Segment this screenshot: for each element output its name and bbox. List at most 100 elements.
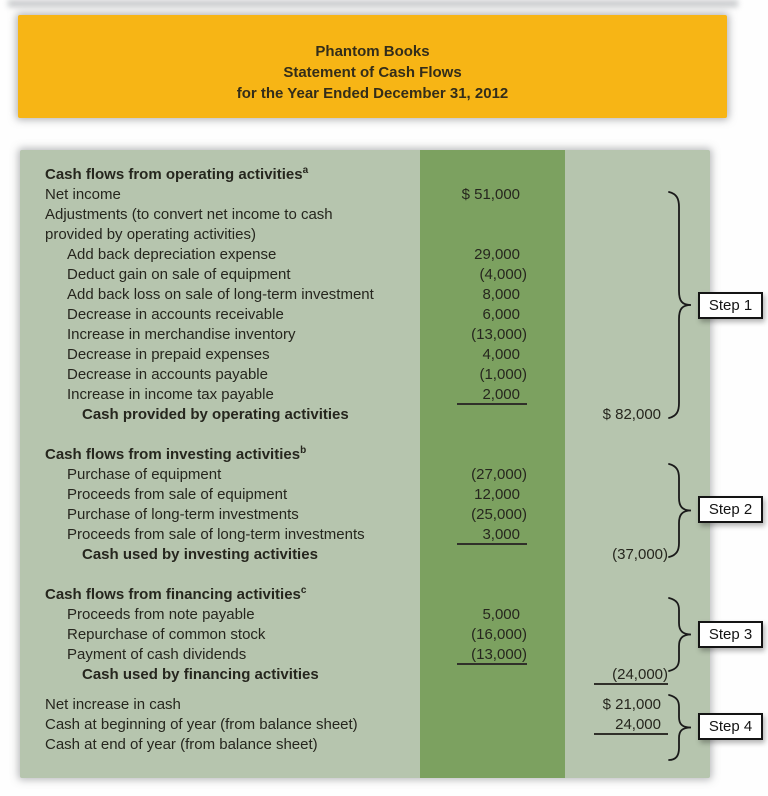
step-label: Step 4 xyxy=(708,718,753,735)
line-label: Cash at end of year (from balance sheet) xyxy=(45,736,318,753)
footnote-marker-c: c xyxy=(300,585,307,596)
section-label: Cash flows from financing activities xyxy=(45,586,301,603)
line-gain-equipment: Deduct gain on sale of equipment (4,000) xyxy=(20,265,710,285)
line-label: Proceeds from sale of long-term investme… xyxy=(67,526,365,543)
line-label: Adjustments (to convert net income to ca… xyxy=(45,206,333,223)
section-gap xyxy=(20,425,710,445)
total-label: Cash provided by operating activities xyxy=(82,406,349,423)
line-label: provided by operating activities) xyxy=(45,226,256,243)
line-label: Decrease in accounts receivable xyxy=(67,306,284,323)
line-adjustments-2: provided by operating activities) xyxy=(20,225,710,245)
line-prepaid-expenses: Decrease in prepaid expenses 4,000 xyxy=(20,345,710,365)
line-amount-underlined: 24,000 xyxy=(594,715,668,735)
line-depreciation: Add back depreciation expense 29,000 xyxy=(20,245,710,265)
line-label: Purchase of equipment xyxy=(67,466,222,483)
line-amount: (4,000) xyxy=(479,266,527,283)
section-header-investing: Cash flows from investing activitiesb xyxy=(20,445,710,465)
section-label: Cash flows from investing activities xyxy=(45,446,301,463)
line-merchandise-inventory: Increase in merchandise inventory (13,00… xyxy=(20,325,710,345)
total-amount: (37,000) xyxy=(612,546,668,563)
section-header-operating: Cash flows from operating activitiesa xyxy=(20,165,710,185)
statement-title-banner: Phantom Books Statement of Cash Flows fo… xyxy=(18,15,727,118)
line-amount: (27,000) xyxy=(471,466,527,483)
line-amount: 8,000 xyxy=(482,286,520,303)
line-amount: 29,000 xyxy=(474,246,520,263)
statement-period: for the Year Ended December 31, 2012 xyxy=(236,85,509,102)
line-label: Add back loss on sale of long-term inves… xyxy=(67,286,374,303)
line-label: Add back depreciation expense xyxy=(67,246,277,263)
step-1-label-box: Step 1 xyxy=(698,292,763,319)
line-label: Deduct gain on sale of equipment xyxy=(67,266,291,283)
line-amount: (13,000) xyxy=(471,326,527,343)
line-label: Repurchase of common stock xyxy=(67,626,266,643)
total-label: Cash used by financing activities xyxy=(82,666,319,683)
line-amount-underlined: (13,000) xyxy=(457,645,527,665)
line-purchase-lt-investments: Purchase of long-term investments (25,00… xyxy=(20,505,710,525)
line-net-increase: Net increase in cash $ 21,000 xyxy=(20,695,710,715)
line-amount: 5,000 xyxy=(482,606,520,623)
statement-name: Statement of Cash Flows xyxy=(283,64,462,81)
step-3-brace xyxy=(668,597,692,672)
total-amount-underlined: (24,000) xyxy=(594,665,668,685)
line-cash-beginning: Cash at beginning of year (from balance … xyxy=(20,715,710,735)
footnote-marker-a: a xyxy=(302,165,309,176)
line-loss-investment: Add back loss on sale of long-term inves… xyxy=(20,285,710,305)
line-net-income: Net income $ 51,000 xyxy=(20,185,710,205)
total-label: Cash used by investing activities xyxy=(82,546,318,563)
line-amount: 12,000 xyxy=(474,486,520,503)
line-cash-dividends: Payment of cash dividends (13,000) xyxy=(20,645,710,665)
line-amount: (16,000) xyxy=(471,626,527,643)
line-label: Decrease in accounts payable xyxy=(67,366,268,383)
step-label: Step 3 xyxy=(708,626,753,643)
line-accounts-payable: Decrease in accounts payable (1,000) xyxy=(20,365,710,385)
total-amount: $ 82,000 xyxy=(602,406,661,423)
line-repurchase-stock: Repurchase of common stock (16,000) xyxy=(20,625,710,645)
statement-rows: Cash flows from operating activitiesa Ne… xyxy=(20,150,710,778)
step-label: Step 2 xyxy=(708,501,753,518)
line-note-payable: Proceeds from note payable 5,000 xyxy=(20,605,710,625)
line-label: Proceeds from note payable xyxy=(67,606,255,623)
line-amount: (1,000) xyxy=(479,366,527,383)
section-header-financing: Cash flows from financing activitiesc xyxy=(20,585,710,605)
amount-column-band xyxy=(420,150,565,778)
section-gap xyxy=(20,685,710,695)
step-1-brace xyxy=(668,191,692,419)
step-2-brace xyxy=(668,463,692,558)
line-income-tax-payable: Increase in income tax payable 2,000 xyxy=(20,385,710,405)
line-purchase-equipment: Purchase of equipment (27,000) xyxy=(20,465,710,485)
line-cash-end: Cash at end of year (from balance sheet)… xyxy=(20,735,710,755)
step-4-label-box: Step 4 xyxy=(698,713,763,740)
line-label: Purchase of long-term investments xyxy=(67,506,299,523)
line-label: Net increase in cash xyxy=(45,696,181,713)
line-label: Proceeds from sale of equipment xyxy=(67,486,288,503)
total-operating: Cash provided by operating activities $ … xyxy=(20,405,710,425)
line-amount: 6,000 xyxy=(482,306,520,323)
line-label: Cash at beginning of year (from balance … xyxy=(45,716,358,733)
line-label: Decrease in prepaid expenses xyxy=(67,346,270,363)
line-sale-lt-investments: Proceeds from sale of long-term investme… xyxy=(20,525,710,545)
company-name: Phantom Books xyxy=(315,43,430,60)
statement-body-panel: Cash flows from operating activitiesa Ne… xyxy=(20,150,710,778)
line-amount: $ 51,000 xyxy=(461,186,520,203)
top-edge-shadow xyxy=(8,0,738,7)
footnote-marker-b: b xyxy=(300,445,307,456)
line-amount-underlined: 2,000 xyxy=(457,385,527,405)
line-sale-equipment: Proceeds from sale of equipment 12,000 xyxy=(20,485,710,505)
line-amount: (25,000) xyxy=(471,506,527,523)
line-amount-underlined: 3,000 xyxy=(457,525,527,545)
line-adjustments-1: Adjustments (to convert net income to ca… xyxy=(20,205,710,225)
line-label: Payment of cash dividends xyxy=(67,646,247,663)
section-label: Cash flows from operating activities xyxy=(45,166,303,183)
total-financing: Cash used by financing activities (24,00… xyxy=(20,665,710,685)
step-2-label-box: Step 2 xyxy=(698,496,763,523)
line-amount: 4,000 xyxy=(482,346,520,363)
section-gap xyxy=(20,565,710,585)
step-4-brace xyxy=(668,694,692,761)
line-accounts-receivable: Decrease in accounts receivable 6,000 xyxy=(20,305,710,325)
line-label: Net income xyxy=(45,186,121,203)
line-amount: $ 21,000 xyxy=(602,696,661,713)
step-label: Step 1 xyxy=(708,297,753,314)
line-label: Increase in income tax payable xyxy=(67,386,274,403)
line-label: Increase in merchandise inventory xyxy=(67,326,296,343)
